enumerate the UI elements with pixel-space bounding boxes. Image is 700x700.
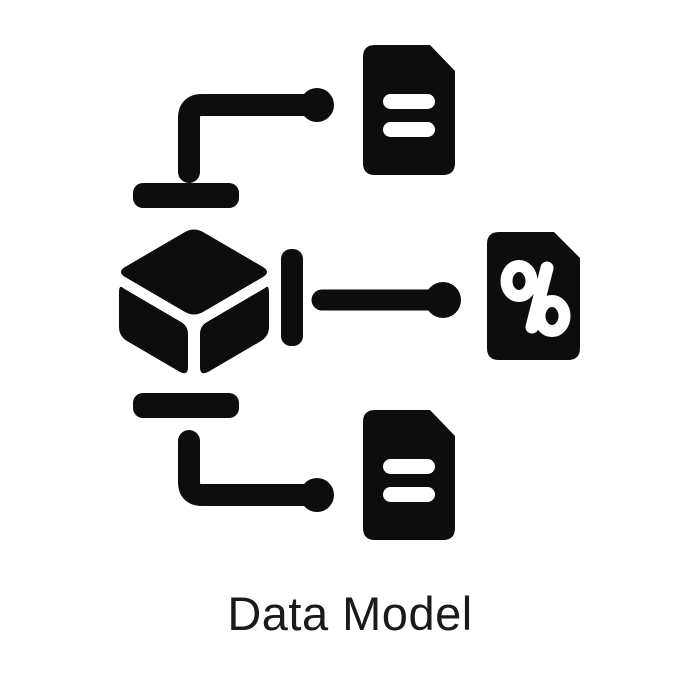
- node-dot-bottom: [300, 478, 334, 512]
- document-top-line-2: [383, 122, 435, 137]
- document-bottom-line-2: [383, 487, 435, 502]
- connector-elbow-top: [178, 94, 328, 183]
- document-bottom-line-1: [383, 459, 435, 474]
- bar-above-cube: [133, 183, 239, 208]
- document-top-icon: [363, 45, 455, 175]
- node-dot-middle: [425, 282, 461, 318]
- bottom-branch-group: [178, 410, 455, 540]
- divider-bar-middle: [281, 249, 303, 346]
- node-dot-top: [300, 88, 334, 122]
- top-branch-group: [178, 45, 455, 183]
- icon-caption: Data Model: [227, 587, 473, 640]
- document-bottom-icon: [363, 410, 455, 540]
- cube-top-face: [121, 229, 267, 315]
- cube-left-face: [119, 286, 188, 374]
- connector-elbow-bottom: [178, 430, 328, 506]
- percent-glyph: [500, 260, 571, 337]
- bar-below-cube: [133, 393, 239, 418]
- cube-right-face: [200, 286, 269, 374]
- center-group: [119, 183, 580, 418]
- document-top-line-1: [383, 94, 435, 109]
